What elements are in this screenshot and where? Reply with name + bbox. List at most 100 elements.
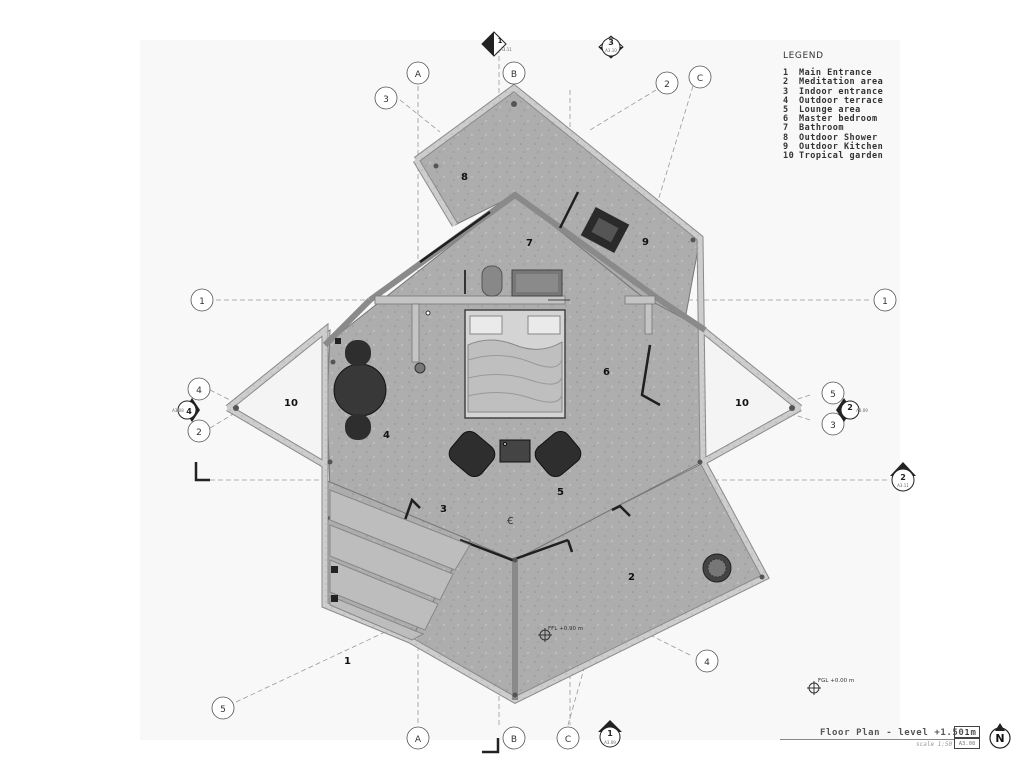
svg-text:ꞓ: ꞓ bbox=[507, 513, 513, 528]
svg-text:A: A bbox=[415, 70, 422, 80]
partitions bbox=[374, 295, 656, 363]
svg-text:N: N bbox=[995, 732, 1004, 745]
ffl-label: FFL +0.90 m bbox=[548, 626, 583, 632]
grid-bubble-4-left: 4 bbox=[187, 377, 211, 401]
glazing bbox=[403, 191, 661, 562]
drawing-title: Floor Plan - level +1.50 m bbox=[820, 728, 977, 738]
grid-bubble-c-top: C bbox=[688, 65, 712, 89]
svg-text:3: 3 bbox=[383, 95, 389, 105]
section-marker-right: 2 A3.09 bbox=[836, 398, 868, 422]
grid-bubble-3-right: 3 bbox=[821, 412, 845, 436]
title-block: Floor Plan - level +1.50 m scale 1:50 1 … bbox=[780, 726, 980, 752]
grid-bubble-2-top: 2 bbox=[655, 71, 679, 95]
svg-text:A3.11: A3.11 bbox=[500, 47, 512, 52]
wall-texture bbox=[226, 84, 802, 703]
room-label-5: 5 bbox=[557, 487, 564, 498]
room-label-3: 3 bbox=[440, 504, 447, 515]
grid-bubble-a-top: A bbox=[406, 61, 430, 85]
room-label-10-right: 10 bbox=[735, 398, 749, 409]
svg-text:1: 1 bbox=[498, 37, 503, 45]
svg-text:A3.10: A3.10 bbox=[605, 48, 617, 53]
svg-text:A3.11: A3.11 bbox=[897, 483, 909, 488]
svg-text:4: 4 bbox=[196, 386, 202, 396]
legend-title: LEGEND bbox=[783, 51, 824, 61]
svg-text:C: C bbox=[565, 735, 571, 745]
svg-text:3: 3 bbox=[830, 421, 836, 431]
grid-bubble-4-bottom: 4 bbox=[695, 649, 719, 673]
entrance-steps bbox=[329, 489, 471, 641]
grid-bubble-1-left: 1 bbox=[190, 288, 214, 312]
svg-text:4: 4 bbox=[704, 658, 710, 668]
svg-text:1: 1 bbox=[607, 729, 613, 738]
title-underline bbox=[780, 739, 954, 740]
svg-text:5: 5 bbox=[220, 705, 226, 715]
room-label-7: 7 bbox=[526, 238, 533, 249]
bathroom-fixtures bbox=[464, 265, 570, 301]
room-label-10-left: 10 bbox=[284, 398, 298, 409]
grid-bubble-a-bottom: A bbox=[406, 726, 430, 750]
svg-text:2: 2 bbox=[847, 403, 853, 412]
north-arrow-icon: N bbox=[989, 723, 1011, 749]
section-marker-bottom: 1 A3.09 bbox=[598, 720, 622, 748]
step-lights bbox=[331, 338, 341, 602]
fgl-marker: FGL +0.00 m bbox=[807, 678, 854, 695]
fgl-label: FGL +0.00 m bbox=[818, 678, 854, 684]
room-label-9: 9 bbox=[642, 237, 649, 248]
room-label-1: 1 bbox=[344, 656, 351, 667]
grid-bubble-5-right: 5 bbox=[821, 381, 845, 405]
room-label-4: 4 bbox=[383, 430, 390, 441]
grid-bubble-b-bottom: B bbox=[502, 726, 526, 750]
svg-text:2: 2 bbox=[900, 473, 906, 482]
svg-text:B: B bbox=[511, 70, 517, 80]
svg-text:1: 1 bbox=[882, 297, 888, 307]
section-marker-left: 4 A3.08 bbox=[172, 398, 200, 422]
section-lines bbox=[194, 462, 500, 754]
grid-bubbles: A B C 3 2 1 1 4 2 5 3 4 5 A B C bbox=[187, 61, 897, 750]
svg-text:2: 2 bbox=[664, 80, 670, 90]
misc-marks: ꞓ bbox=[414, 310, 513, 528]
sheet-reference: A3.08 bbox=[954, 738, 980, 749]
svg-text:C: C bbox=[697, 74, 703, 84]
section-marker-top-left: 1 A3.11 bbox=[481, 31, 512, 57]
grid-bubble-3-top: 3 bbox=[374, 86, 398, 110]
lounge-furniture bbox=[448, 430, 582, 478]
svg-text:2: 2 bbox=[196, 428, 202, 438]
section-marker-right-line: 2 A3.11 bbox=[890, 462, 916, 492]
room-label-2: 2 bbox=[628, 572, 635, 583]
drawing-scale: scale 1:50 bbox=[916, 741, 953, 748]
grid-bubble-2-left: 2 bbox=[187, 419, 211, 443]
svg-text:1: 1 bbox=[199, 297, 205, 307]
svg-text:4: 4 bbox=[186, 407, 192, 416]
sheet-number: 1 bbox=[954, 726, 980, 738]
svg-text:A3.08: A3.08 bbox=[172, 408, 184, 413]
room-label-8: 8 bbox=[461, 172, 468, 183]
svg-text:5: 5 bbox=[830, 390, 836, 400]
terrace-table bbox=[333, 340, 387, 440]
svg-text:A: A bbox=[415, 735, 422, 745]
outdoor-kitchen bbox=[580, 206, 630, 254]
room-labels: 1 2 3 4 5 6 7 8 9 10 10 bbox=[284, 172, 749, 667]
ffl-marker: FFL +0.90 m bbox=[538, 626, 583, 642]
section-marker-top-right: 3 A3.10 bbox=[598, 35, 624, 59]
meditation-planter bbox=[702, 553, 732, 583]
svg-text:B: B bbox=[511, 735, 517, 745]
svg-text:3: 3 bbox=[608, 38, 614, 47]
house-edges bbox=[322, 191, 707, 700]
bed bbox=[464, 309, 566, 419]
grid-bubble-c-bottom: C bbox=[556, 726, 580, 750]
room-label-6: 6 bbox=[603, 367, 610, 378]
grid-bubble-b-top: B bbox=[502, 61, 526, 85]
svg-text:A3.09: A3.09 bbox=[856, 408, 868, 413]
